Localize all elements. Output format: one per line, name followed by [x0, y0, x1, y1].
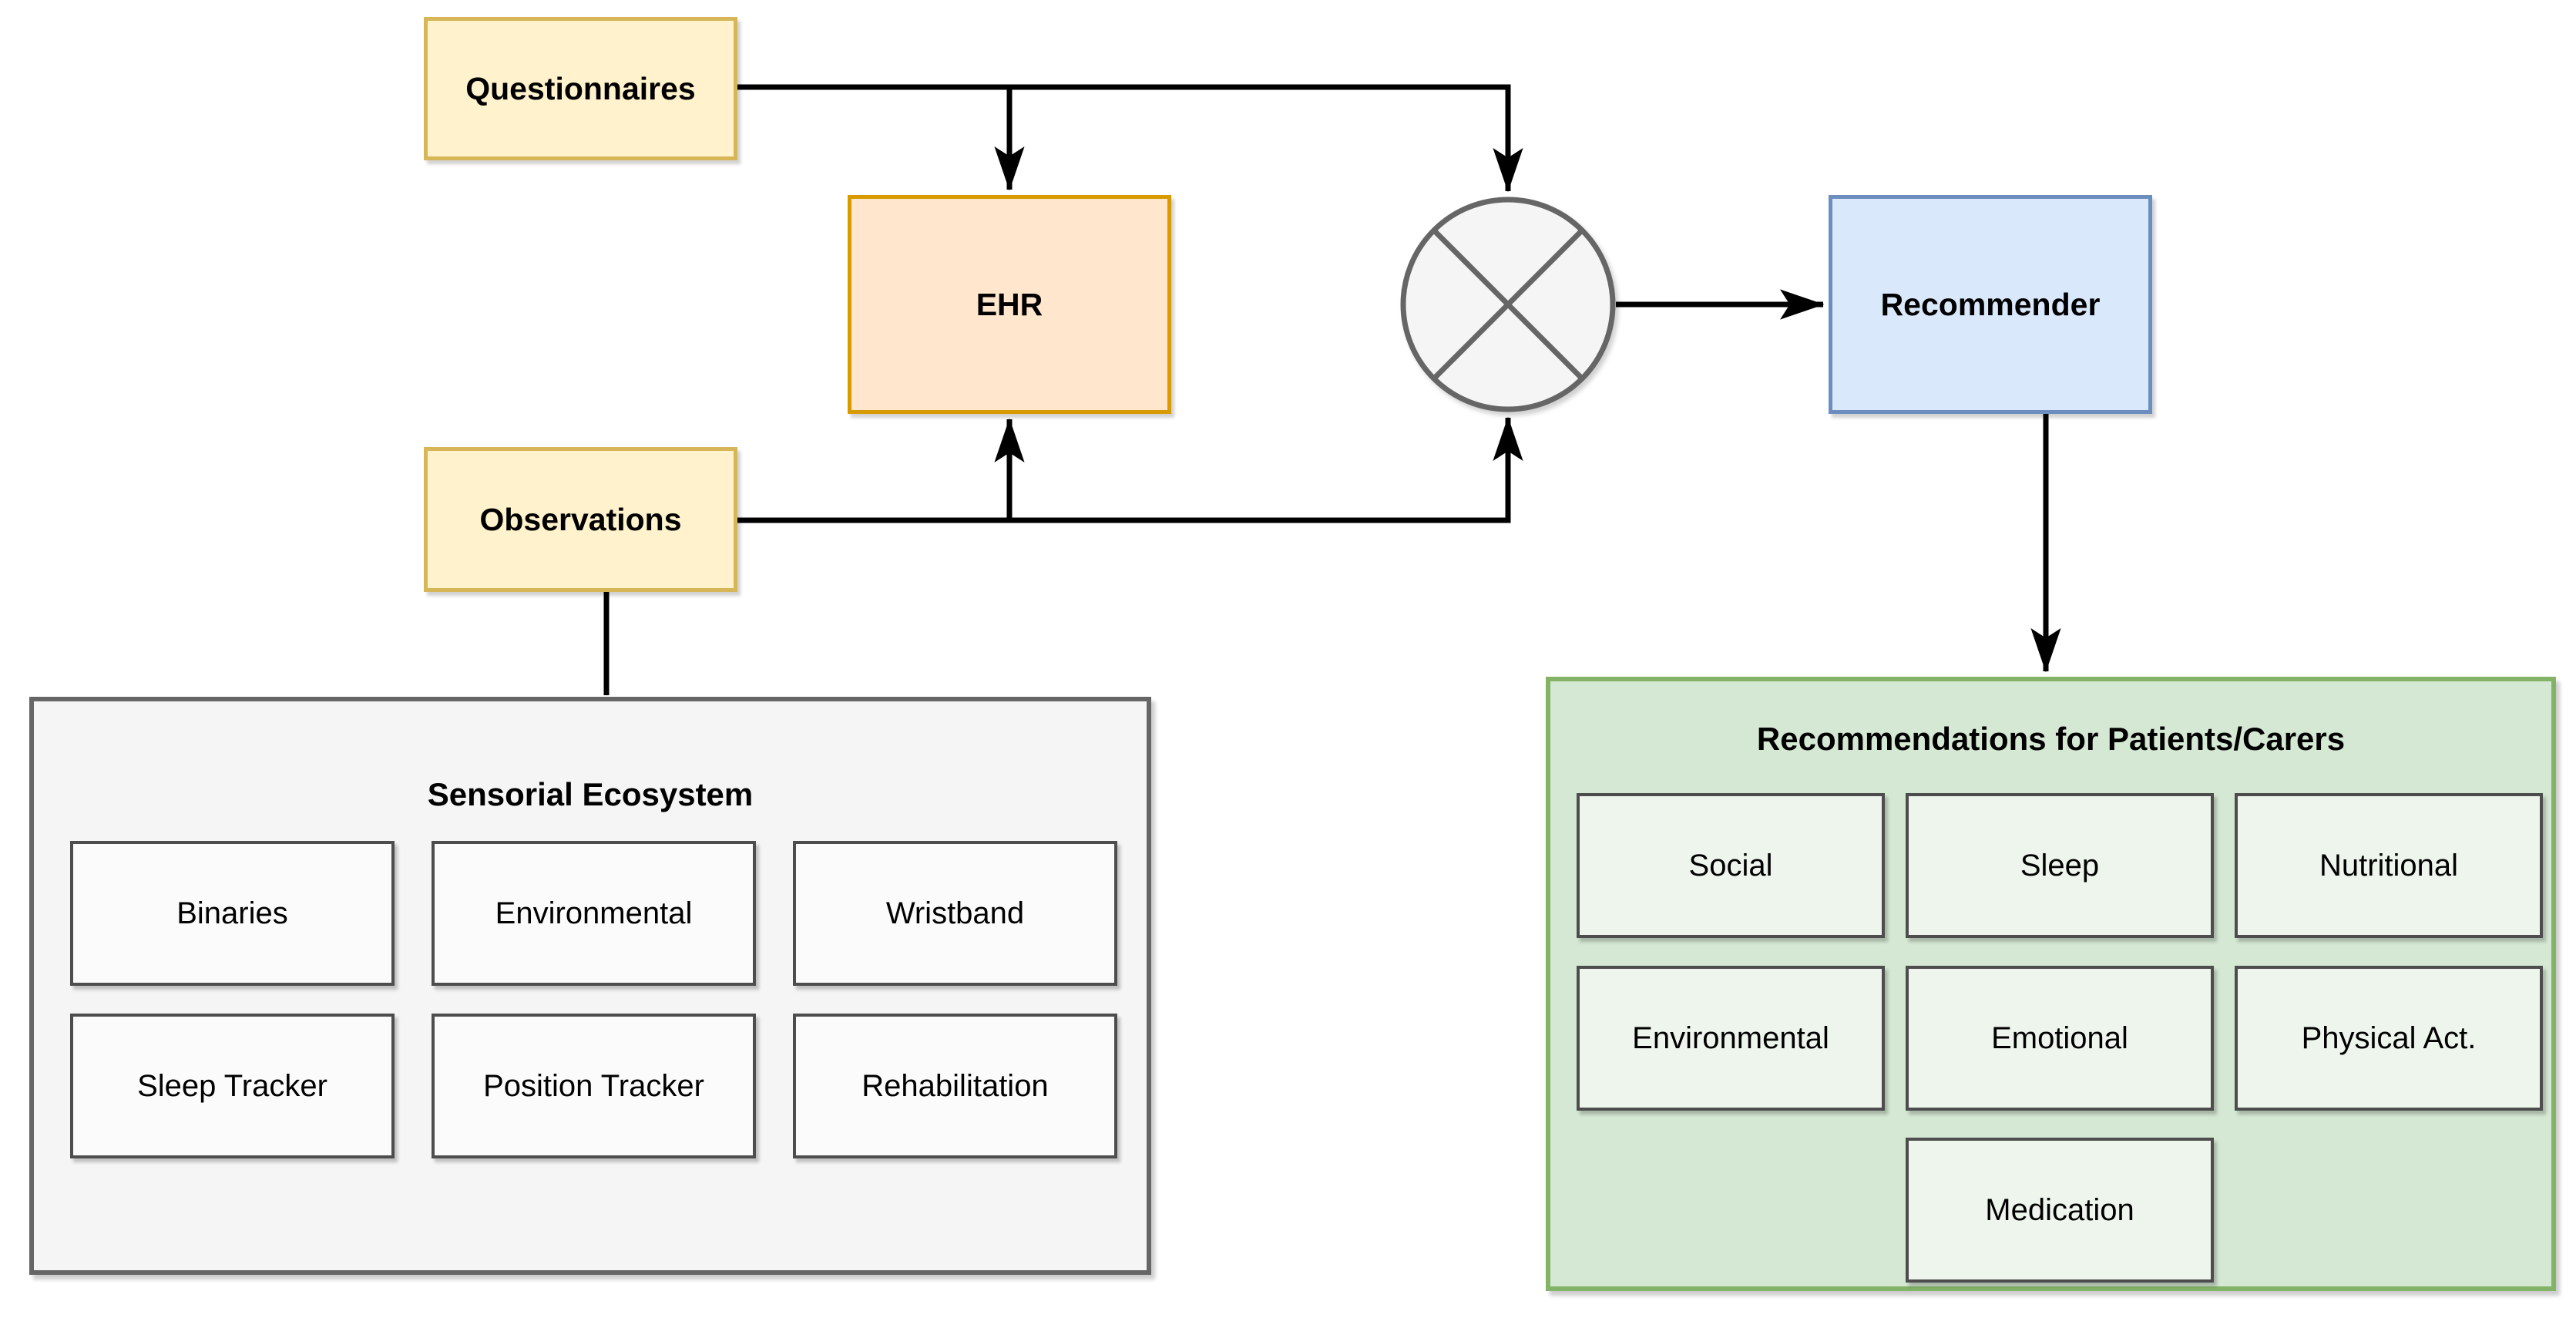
node-recommender: Recommender: [1829, 195, 2152, 414]
recommendation-sleep: Sleep: [1906, 793, 2214, 938]
sensorial-ecosystem-container: Sensorial Ecosystem Binaries Environment…: [29, 697, 1151, 1275]
recommendation-social: Social: [1577, 793, 1885, 938]
sensor-rehabilitation: Rehabilitation: [793, 1014, 1117, 1158]
recommendation-nutritional: Nutritional: [2235, 793, 2543, 938]
recommendation-emotional: Emotional: [1906, 966, 2214, 1111]
recommendation-medication: Medication: [1906, 1138, 2214, 1283]
sensor-position-tracker: Position Tracker: [432, 1014, 756, 1158]
sensor-sleep-tracker: Sleep Tracker: [70, 1014, 395, 1158]
sensorial-ecosystem-title: Sensorial Ecosystem: [427, 776, 754, 812]
recommendations-container: Recommendations for Patients/Carers Soci…: [1546, 677, 2556, 1291]
sensor-binaries: Binaries: [70, 841, 395, 986]
recommendations-title: Recommendations for Patients/Carers: [1756, 721, 2346, 757]
recommendation-physical-act: Physical Act.: [2235, 966, 2543, 1111]
node-observations: Observations: [424, 447, 737, 592]
recommendation-environmental: Environmental: [1577, 966, 1885, 1111]
sensor-wristband: Wristband: [793, 841, 1117, 986]
crossed-circle-icon: [1400, 197, 1616, 412]
node-ehr: EHR: [848, 195, 1171, 414]
edge-observations-to-ehr: [737, 418, 1025, 523]
edge-questionnaires-to-ehr: [737, 84, 1025, 191]
node-questionnaires: Questionnaires: [424, 17, 737, 160]
sensor-environmental: Environmental: [432, 841, 756, 986]
edge-questionnaires-to-junction: [737, 84, 1523, 193]
edge-observations-to-junction: [737, 416, 1523, 523]
